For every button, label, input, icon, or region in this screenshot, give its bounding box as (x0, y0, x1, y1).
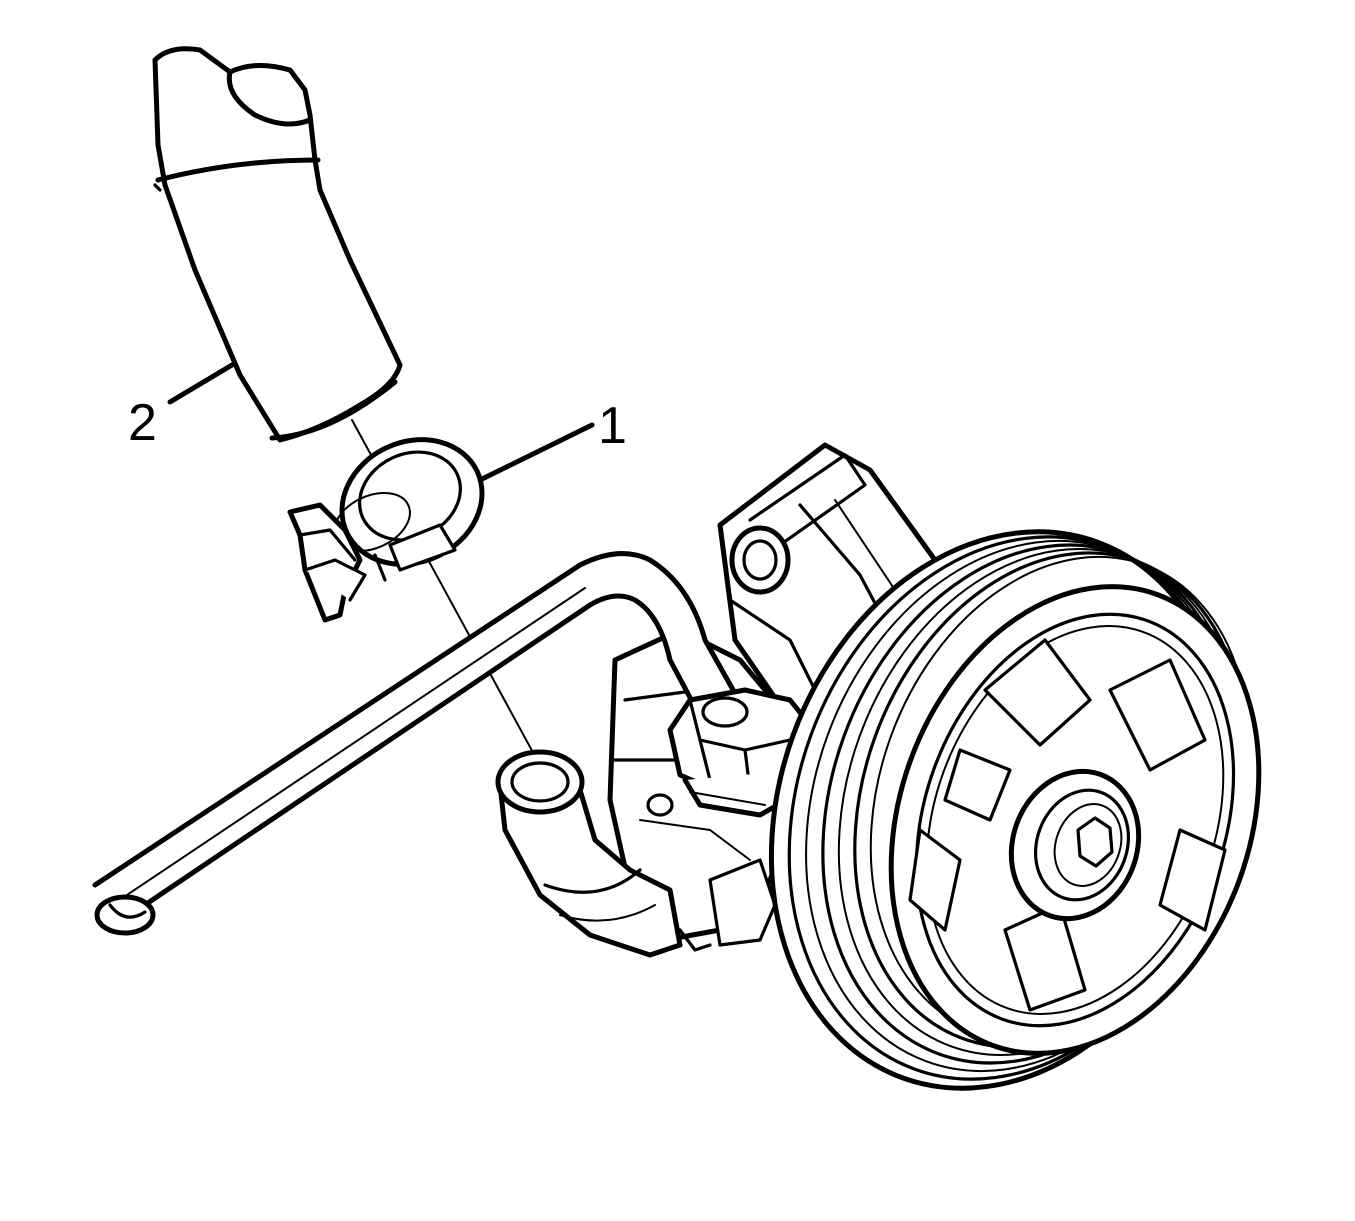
pulley-opening (1158, 828, 1227, 932)
inlet-hose (152, 46, 403, 443)
pulley-opening (908, 828, 962, 932)
callout-1-label: 1 (598, 397, 627, 455)
hose-clamp (287, 437, 485, 623)
bracket-mount-hole (729, 525, 791, 595)
pressure-line (92, 551, 753, 936)
pump-inlet-fitting (495, 749, 683, 958)
pulley-opening (943, 748, 1012, 822)
pressure-fitting-nut (667, 687, 813, 818)
pulley-opening (983, 638, 1092, 747)
hub-hex-socket (1076, 816, 1114, 868)
callout-2-label: 2 (128, 394, 157, 452)
callout-1-leader (477, 422, 595, 483)
pulley-opening (1108, 658, 1207, 772)
callout-2-leader (167, 362, 235, 405)
pulley (768, 529, 1262, 1091)
